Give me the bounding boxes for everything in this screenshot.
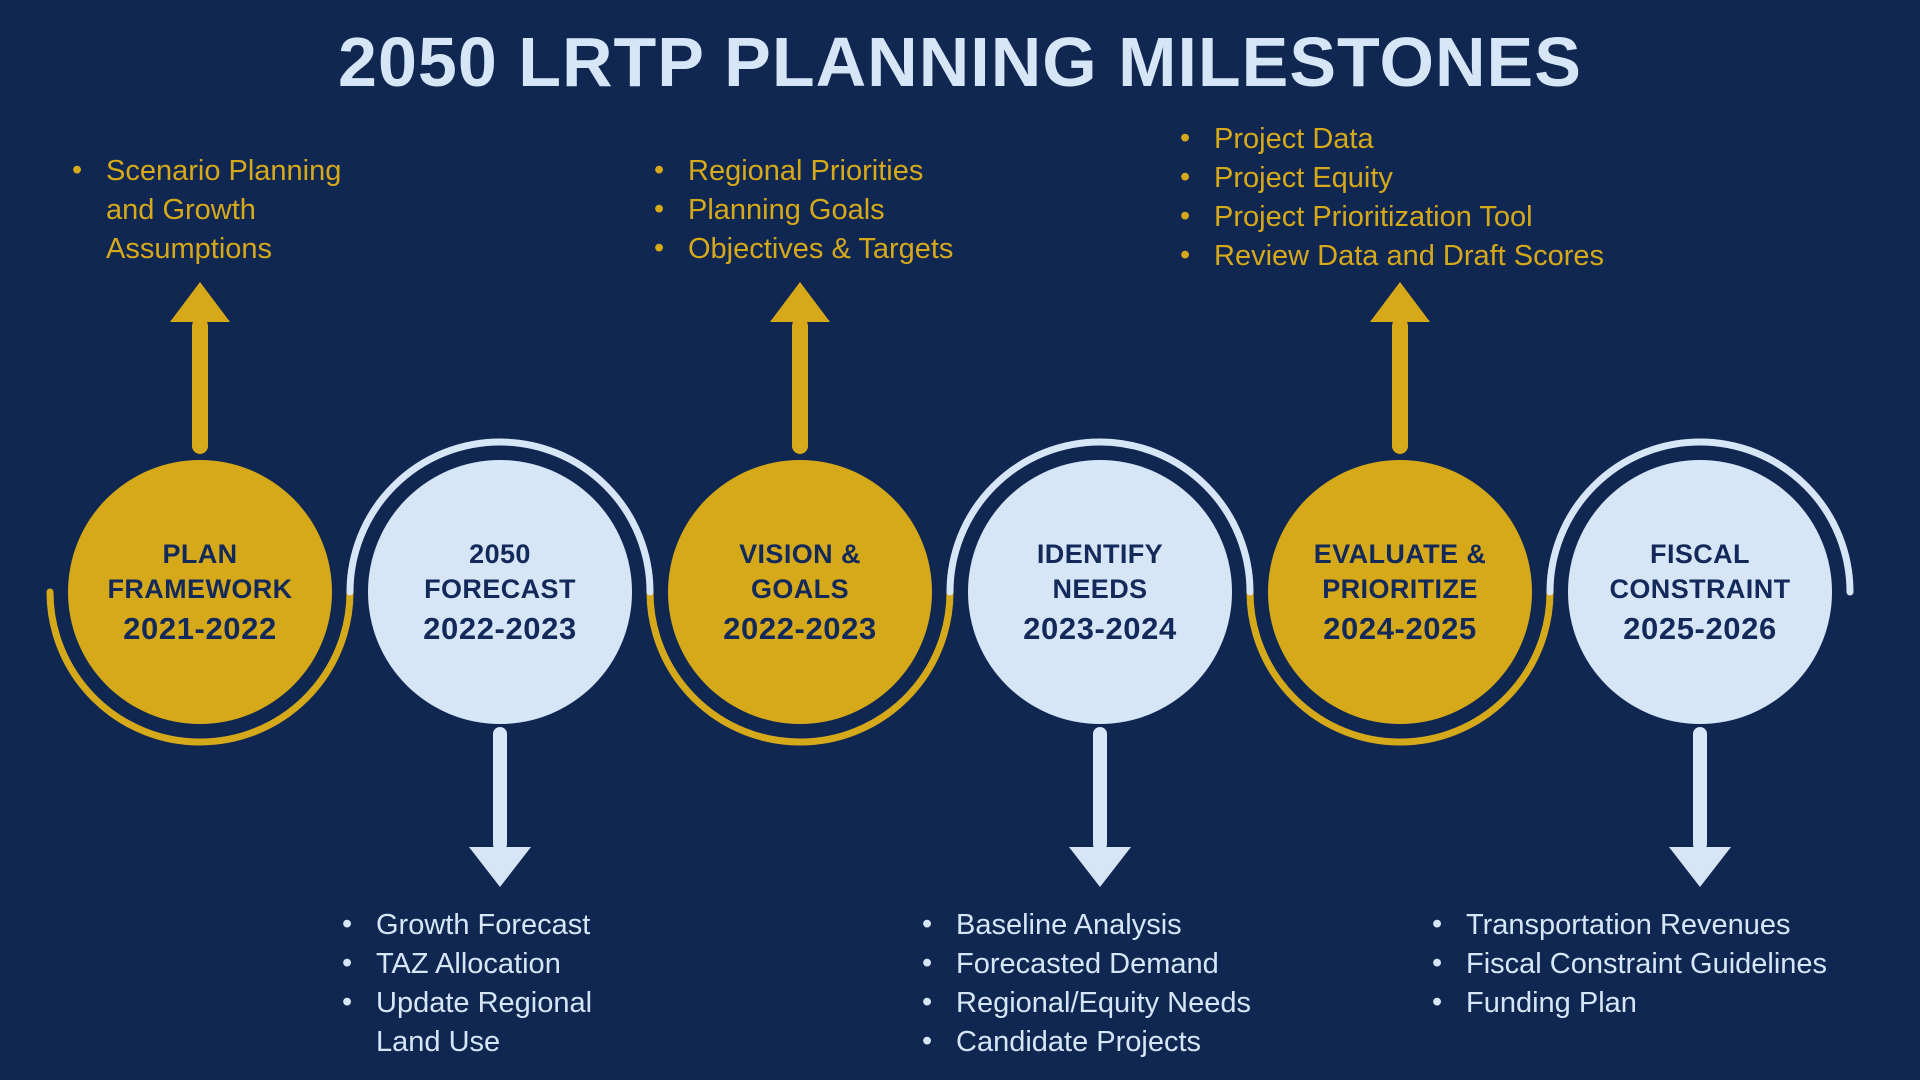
down-arrow-icon [1069, 727, 1131, 887]
up-arrow-icon [770, 282, 830, 454]
down-arrow-icon [469, 727, 531, 887]
arc-ring-light [346, 438, 654, 596]
bullet-item: Fiscal Constraint Guidelines [1430, 944, 1842, 984]
page-title: 2050 LRTP PLANNING MILESTONES [338, 23, 1582, 101]
milestone-years: 2022-2023 [423, 611, 577, 647]
up-arrow-icon [170, 282, 230, 454]
callout-list-evaluate-prioritize: Project DataProject EquityProject Priori… [1178, 119, 1660, 276]
callout-list-identify-needs: Baseline AnalysisForecasted DemandRegion… [920, 905, 1322, 1062]
bullet-item: TAZ Allocation [340, 944, 622, 984]
milestone-circle-evaluate-prioritize: EVALUATE & PRIORITIZE 2024-2025 [1268, 460, 1532, 724]
bullet-item: Project Data [1178, 119, 1660, 159]
bullet-item: Objectives & Targets [652, 229, 1044, 269]
milestone-circle-vision-goals: VISION & GOALS 2022-2023 [668, 460, 932, 724]
callout-list-vision-goals: Regional PrioritiesPlanning GoalsObjecti… [652, 151, 1044, 269]
bullet-item: Candidate Projects [920, 1022, 1322, 1062]
milestone-circle-2050-forecast: 2050 FORECAST 2022-2023 [368, 460, 632, 724]
milestone-circle-identify-needs: IDENTIFY NEEDS 2023-2024 [968, 460, 1232, 724]
milestone-years: 2024-2025 [1323, 611, 1477, 647]
bullet-item: Regional Priorities [652, 151, 1044, 191]
callout-list-2050-forecast: Growth ForecastTAZ AllocationUpdate Regi… [340, 905, 622, 1062]
bullet-item: Project Equity [1178, 158, 1660, 198]
milestone-name: EVALUATE & PRIORITIZE [1313, 538, 1487, 604]
bullet-item: Update Regional Land Use [340, 983, 622, 1062]
down-arrow-icon [1669, 727, 1731, 887]
bullet-item: Review Data and Draft Scores [1178, 236, 1660, 276]
arc-ring-light [946, 438, 1254, 596]
bullet-item: Transportation Revenues [1430, 905, 1842, 945]
milestone-name: FISCAL CONSTRAINT [1609, 538, 1791, 604]
milestone-years: 2025-2026 [1623, 611, 1777, 647]
milestone-name: PLAN FRAMEWORK [107, 538, 293, 604]
bullet-item: Project Prioritization Tool [1178, 197, 1660, 237]
milestone-name: VISION & GOALS [739, 538, 861, 604]
milestone-name: IDENTIFY NEEDS [1036, 538, 1164, 604]
callout-list-plan-framework: Scenario Planning and Growth Assumptions [70, 151, 362, 269]
milestone-name: 2050 FORECAST [424, 538, 576, 604]
bullet-item: Planning Goals [652, 190, 1044, 230]
milestone-circle-fiscal-constraint: FISCAL CONSTRAINT 2025-2026 [1568, 460, 1832, 724]
milestone-years: 2022-2023 [723, 611, 877, 647]
arc-ring-light [1546, 438, 1854, 596]
bullet-item: Regional/Equity Needs [920, 983, 1322, 1023]
callout-list-fiscal-constraint: Transportation RevenuesFiscal Constraint… [1430, 905, 1842, 1023]
bullet-item: Forecasted Demand [920, 944, 1322, 984]
bullet-item: Scenario Planning and Growth Assumptions [70, 151, 362, 269]
milestone-years: 2023-2024 [1023, 611, 1177, 647]
arc-ring-gold [1246, 588, 1554, 746]
arc-ring-gold [646, 588, 954, 746]
arc-ring-gold [46, 588, 354, 746]
milestone-years: 2021-2022 [123, 611, 277, 647]
bullet-item: Baseline Analysis [920, 905, 1322, 945]
milestone-circle-plan-framework: PLAN FRAMEWORK 2021-2022 [68, 460, 332, 724]
bullet-item: Funding Plan [1430, 983, 1842, 1023]
bullet-item: Growth Forecast [340, 905, 622, 945]
up-arrow-icon [1370, 282, 1430, 454]
